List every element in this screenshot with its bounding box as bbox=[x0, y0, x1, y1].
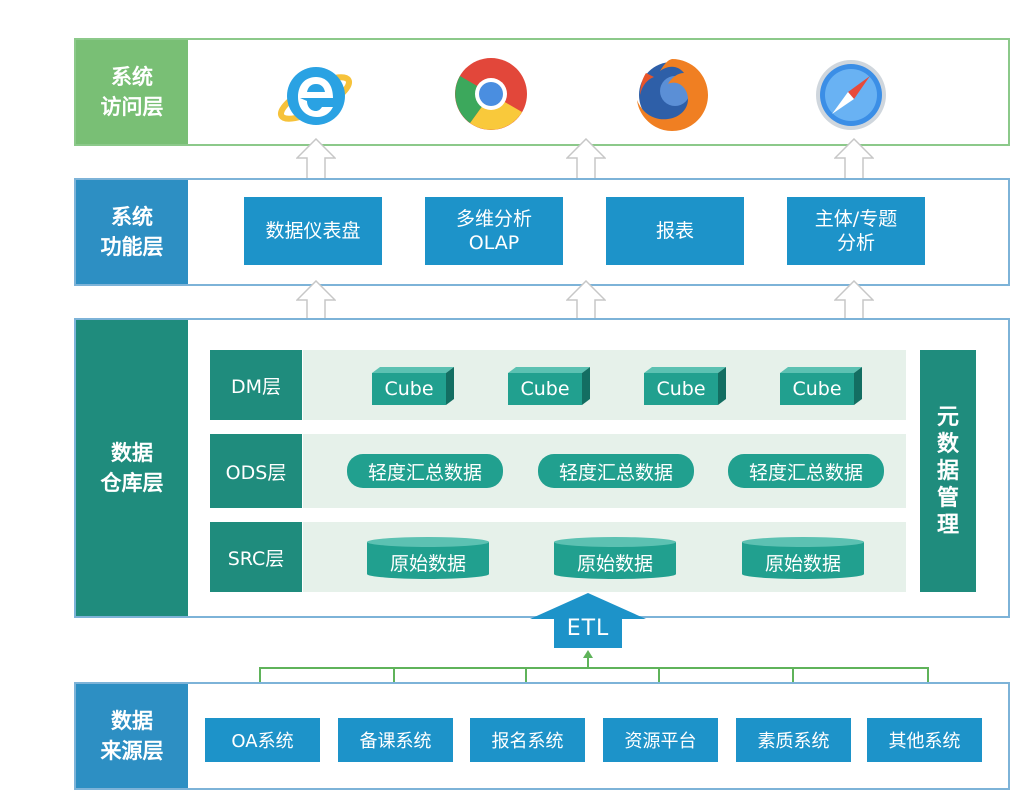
src-raw-data-3-label: 原始数据 bbox=[764, 552, 841, 575]
source-resource-platform: 资源平台 bbox=[603, 718, 718, 762]
dm-cube-3: Cube bbox=[644, 367, 726, 405]
dm-cube-4-label: Cube bbox=[792, 378, 842, 400]
ods-summary-data-1: 轻度汇总数据 bbox=[347, 454, 503, 488]
source-enrollment-system: 报名系统 bbox=[470, 718, 585, 762]
src-layer-label: SRC层 bbox=[210, 522, 302, 592]
source-layer-label: 数据 来源层 bbox=[76, 684, 188, 788]
ods-layer-label: ODS层 bbox=[210, 434, 302, 508]
src-raw-data-1-label: 原始数据 bbox=[389, 552, 466, 575]
dm-cube-1-label: Cube bbox=[384, 378, 434, 400]
source-lesson-prep-system: 备课系统 bbox=[338, 718, 453, 762]
function-olap-box: 多维分析 OLAP bbox=[425, 197, 563, 265]
dm-cube-2: Cube bbox=[508, 367, 590, 405]
access-layer-label: 系统 访问层 bbox=[76, 40, 188, 144]
source-other-systems: 其他系统 bbox=[867, 718, 982, 762]
dm-cube-4: Cube bbox=[780, 367, 862, 405]
src-raw-data-2-label: 原始数据 bbox=[576, 552, 653, 575]
safari-browser-icon bbox=[816, 60, 886, 130]
dm-cube-3-label: Cube bbox=[656, 378, 706, 400]
etl-arrow-icon bbox=[530, 593, 646, 648]
dm-cube-2-label: Cube bbox=[520, 378, 570, 400]
dm-layer-label: DM层 bbox=[210, 350, 302, 420]
ods-summary-data-3: 轻度汇总数据 bbox=[728, 454, 884, 488]
function-topic-analysis-box: 主体/专题 分析 bbox=[787, 197, 925, 265]
source-oa-system: OA系统 bbox=[205, 718, 320, 762]
chrome-browser-icon bbox=[455, 58, 527, 130]
firefox-browser-icon bbox=[637, 59, 708, 131]
dm-cube-1: Cube bbox=[372, 367, 454, 405]
src-raw-data-3: 原始数据 bbox=[742, 537, 864, 579]
warehouse-layer-label: 数据 仓库层 bbox=[76, 320, 188, 616]
source-quality-system: 素质系统 bbox=[736, 718, 851, 762]
function-dashboard-box: 数据仪表盘 bbox=[244, 197, 382, 265]
function-report-box: 报表 bbox=[606, 197, 744, 265]
etl-label: ETL bbox=[566, 615, 610, 641]
ods-summary-data-2: 轻度汇总数据 bbox=[538, 454, 694, 488]
src-raw-data-1: 原始数据 bbox=[367, 537, 489, 579]
src-raw-data-2: 原始数据 bbox=[554, 537, 676, 579]
function-layer-label: 系统 功能层 bbox=[76, 180, 188, 284]
metadata-management-box: 元数据管理 bbox=[920, 350, 976, 592]
ie-browser-icon bbox=[277, 67, 353, 125]
